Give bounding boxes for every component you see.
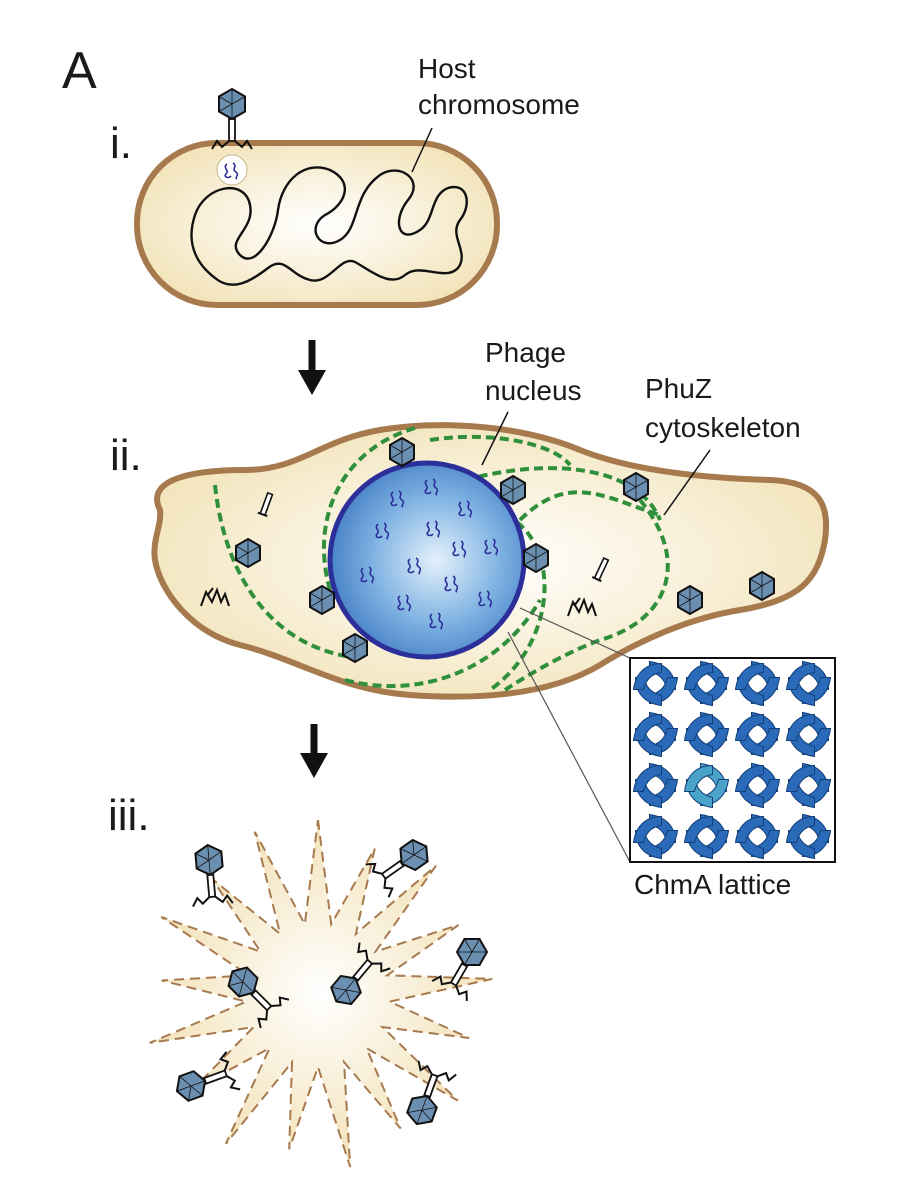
phage-nucleus-leader [481, 411, 509, 466]
injected-dna [216, 154, 248, 186]
phuz-label-line1: PhuZ [645, 373, 712, 404]
phuz-leader [663, 449, 711, 516]
stage-label-iii: iii. [108, 791, 150, 840]
chma-lattice-inset [629, 657, 836, 863]
host-chromosome [190, 166, 468, 286]
chma-lattice-label: ChmA lattice [634, 869, 791, 900]
lattice-unit [734, 713, 764, 741]
down-arrow-icon [300, 724, 328, 778]
lattice-unit [734, 815, 764, 843]
lattice-unit [683, 764, 713, 792]
host-chromosome-leader [411, 127, 433, 173]
tail-components [200, 491, 610, 617]
phage-nucleus-label-line2: nucleus [485, 375, 582, 406]
phage-nucleus [327, 460, 527, 660]
phage-nucleus-label-line1: Phage [485, 337, 566, 368]
lattice-unit [632, 815, 662, 843]
lattice-unit [785, 713, 815, 741]
lattice-unit [785, 815, 815, 843]
lattice-unit [632, 713, 662, 741]
lattice-unit [632, 764, 662, 792]
lattice-unit [683, 662, 713, 690]
stage-label-ii: ii. [110, 431, 142, 480]
lattice-unit [785, 764, 815, 792]
host-chromosome-label-line1: Host [418, 53, 476, 84]
lysis-burst [149, 819, 493, 1168]
host-chromosome-label-line2: chromosome [418, 89, 580, 120]
lattice-unit [683, 815, 713, 843]
phuz-label-line2: cytoskeleton [645, 412, 801, 443]
lattice-unit [734, 764, 764, 792]
stage-label-i: i. [110, 119, 132, 168]
panel-letter: A [62, 42, 97, 100]
lattice-unit [632, 662, 662, 690]
down-arrow-icon [298, 340, 326, 395]
lattice-unit [785, 662, 815, 690]
lattice-unit [683, 713, 713, 741]
zoom-lines [507, 607, 631, 863]
lattice-unit [734, 662, 764, 690]
